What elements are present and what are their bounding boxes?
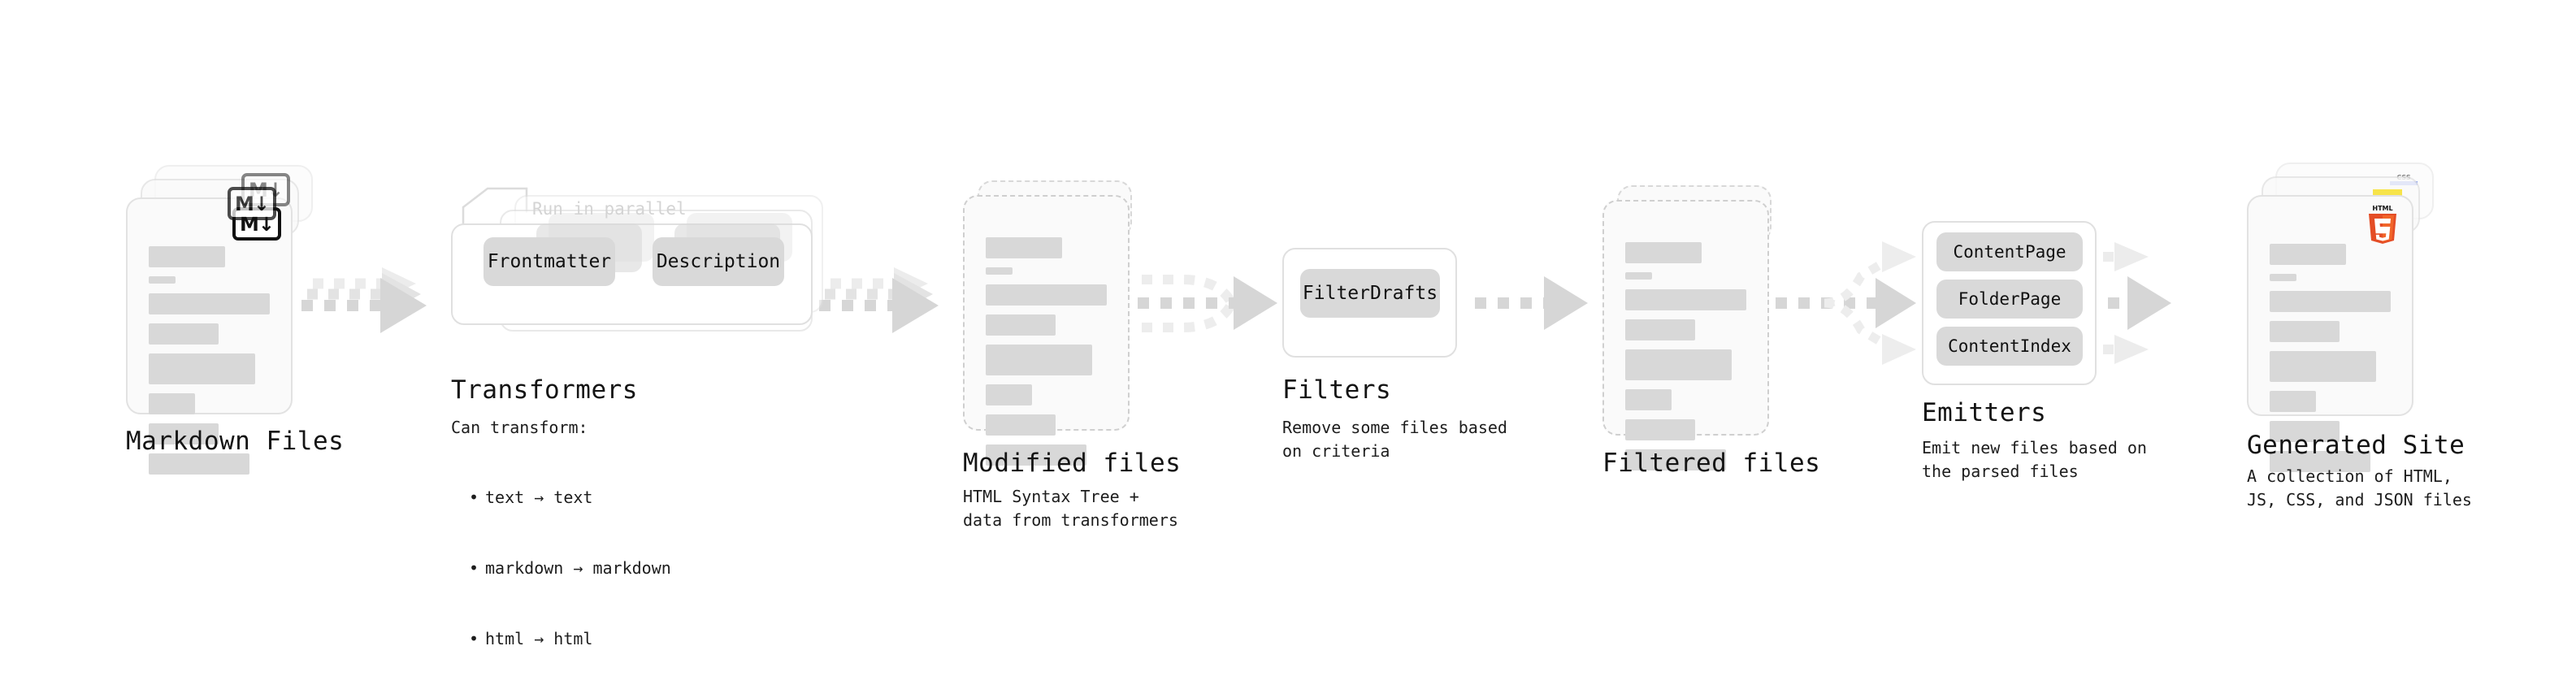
emitters-subtitle: Emit new files based on the parsed files [1922,438,2147,481]
stage-generated-site: CSS HTML [2247,163,2434,472]
html5-icon: HTML [2365,203,2400,245]
document-card-front [963,195,1130,466]
chip-contentindex[interactable]: ContentIndex [1936,327,2083,366]
document-skeleton-lines [986,237,1107,475]
chip-description[interactable]: Description [653,237,784,286]
chip-contentpage-label: ContentPage [1953,242,2066,262]
stage-title-filtered-files: Filtered files [1602,449,1821,478]
stage-modified-files [963,180,1142,466]
connector-filtered-to-emitters [1776,241,1916,365]
connector-modified-to-filters [1138,275,1277,332]
markdown-icon-mid: M↓ [228,187,276,220]
document-card-front: HTML [2247,195,2413,472]
stage-title-filters: Filters [1282,375,1392,405]
chip-folderpage-label: FolderPage [1958,289,2062,309]
connector-filters-to-filtered [1475,276,1588,330]
transformers-capability-item: markdown → markdown [469,557,671,580]
transformers-subtitle-heading: Can transform: [451,418,588,437]
stage-title-markdown-files: Markdown Files [126,427,345,456]
pipeline-diagram: M↓ M↓ M↓ Markdown Files Frontmatter [0,0,2576,681]
document-skeleton-lines [1625,242,1746,479]
modified-files-subtitle: HTML Syntax Tree + data from transformer… [963,487,1178,530]
chip-filterdrafts-label: FilterDrafts [1302,283,1438,304]
document-card-front [1602,200,1769,470]
svg-text:HTML: HTML [2372,205,2392,212]
stage-title-emitters: Emitters [1922,398,2047,427]
stage-filtered-files [1602,185,1781,470]
chip-filterdrafts[interactable]: FilterDrafts [1300,269,1440,318]
document-card-front: M↓ [126,197,293,475]
chip-frontmatter[interactable]: Frontmatter [484,237,615,286]
stage-title-generated-site: Generated Site [2247,431,2465,460]
transformers-capability-item: text → text [469,486,671,509]
generated-site-subtitle: A collection of HTML, JS, CSS, and JSON … [2247,466,2472,509]
stage-emitters: ContentPage FolderPage ContentIndex [1922,221,2097,385]
chip-frontmatter-label: Frontmatter [487,251,612,272]
stage-title-modified-files: Modified files [963,449,1182,478]
connector-md-to-transformers [301,267,427,333]
transformers-capability-item: html → html [469,627,671,651]
chip-contentpage[interactable]: ContentPage [1936,232,2083,271]
chip-folderpage[interactable]: FolderPage [1936,280,2083,319]
connector-transformers-to-modified [819,267,939,333]
stage-filters: FilterDrafts [1282,248,1457,358]
stage-transformers: Frontmatter Description [451,187,833,349]
run-in-parallel-note: Run in parallel [532,199,687,219]
transformers-capability-list: text → text markdown → markdown html → h… [467,439,671,698]
chip-contentindex-label: ContentIndex [1948,336,2071,356]
filters-subtitle: Remove some files based on criteria [1282,418,1507,461]
stage-title-transformers: Transformers [451,375,638,405]
chip-description-label: Description [656,251,781,272]
document-skeleton-lines [149,246,270,483]
document-skeleton-lines [2270,244,2391,481]
